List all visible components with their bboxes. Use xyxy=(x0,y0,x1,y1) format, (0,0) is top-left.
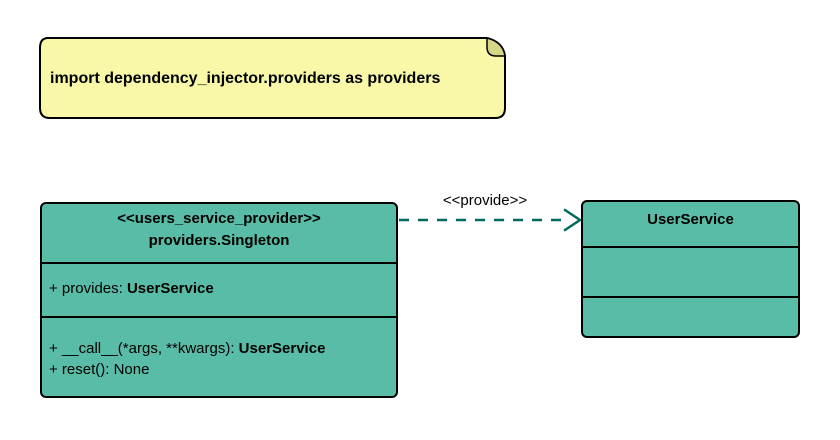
note-fold-icon xyxy=(486,37,506,57)
method-call-prefix: + __call__(*args, **kwargs): xyxy=(49,340,239,357)
method-call-return-type: UserService xyxy=(238,340,326,357)
provider-methods-compartment: + __call__(*args, **kwargs): UserService… xyxy=(42,316,396,396)
service-class-header: UserService xyxy=(583,202,798,246)
service-class-box: UserService xyxy=(581,200,800,338)
dependency-arrowhead-icon xyxy=(563,208,583,232)
provider-class-name: providers.Singleton xyxy=(148,232,290,249)
method-reset: + reset(): None xyxy=(49,361,150,378)
service-class-name: UserService xyxy=(647,211,734,228)
service-methods-compartment xyxy=(583,296,798,336)
service-attributes-compartment xyxy=(583,246,798,296)
provider-class-box: <<users_service_provider>> providers.Sin… xyxy=(40,202,398,398)
method-call: + __call__(*args, **kwargs): UserService xyxy=(49,338,392,359)
attribute-provides: + provides: UserService xyxy=(49,278,392,299)
provide-arrow-label: <<provide>> xyxy=(442,192,528,209)
provider-attributes-compartment: + provides: UserService xyxy=(42,262,396,316)
import-note-text: import dependency_injector.providers as … xyxy=(50,70,441,87)
attribute-provides-prefix: + provides: xyxy=(49,280,127,297)
attribute-provides-type: UserService xyxy=(126,280,214,297)
provider-class-stereotype: <<users_service_provider>> xyxy=(117,210,321,227)
provider-class-header: <<users_service_provider>> providers.Sin… xyxy=(42,204,396,262)
